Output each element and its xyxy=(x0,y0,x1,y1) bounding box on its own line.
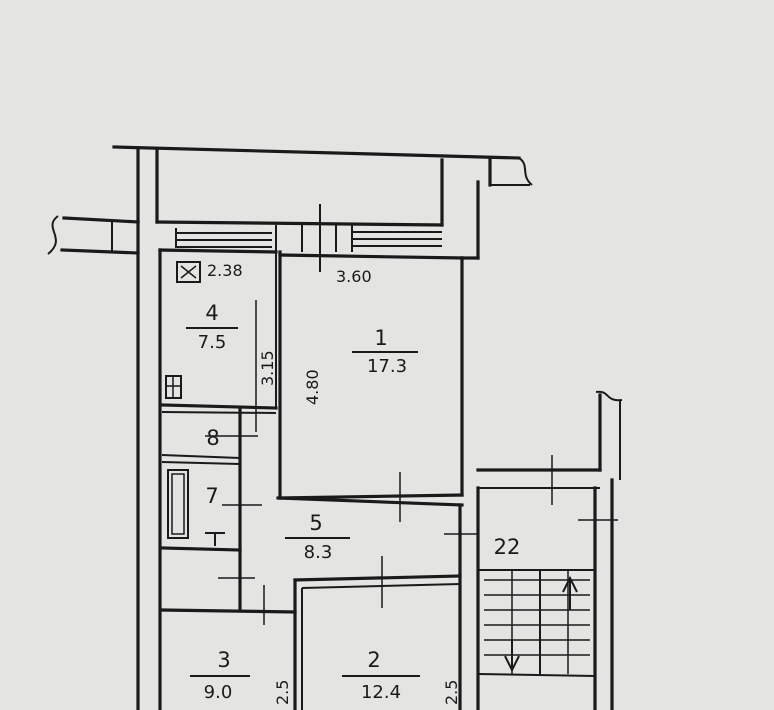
room-3-number: 3 xyxy=(217,648,230,672)
bathroom-walls xyxy=(160,406,262,612)
room-4-number: 4 xyxy=(205,301,218,325)
room-2-area: 12.4 xyxy=(361,682,401,703)
room-4-length: 3.15 xyxy=(258,350,277,386)
window-room4 xyxy=(175,228,272,248)
room-5-number: 5 xyxy=(309,511,322,535)
staircase xyxy=(476,390,623,710)
room-8-number: 8 xyxy=(206,426,219,450)
bathtub-icon xyxy=(167,469,189,539)
room-1-number: 1 xyxy=(374,326,387,350)
room-4-width: 2.38 xyxy=(207,261,243,280)
room-1-walls xyxy=(276,250,464,507)
balcony xyxy=(112,145,533,260)
room-3-side: 2.5 xyxy=(273,680,292,705)
room-4-walls xyxy=(158,248,278,432)
room-7-number: 7 xyxy=(205,484,218,508)
stove-icon xyxy=(176,261,201,283)
staircase-number: 22 xyxy=(494,535,521,559)
wall-stub-left xyxy=(47,215,140,255)
window-room1 xyxy=(275,204,442,272)
room-1-width: 3.60 xyxy=(336,267,372,286)
room-5-area: 8.3 xyxy=(304,542,333,563)
room-1-area: 17.3 xyxy=(367,356,407,377)
arrow-down-icon xyxy=(504,640,520,673)
room-5-walls xyxy=(160,472,478,710)
radiator-icon xyxy=(165,375,182,399)
arrow-up-icon xyxy=(562,575,578,610)
room-3-area: 9.0 xyxy=(204,682,233,703)
room-4-area: 7.5 xyxy=(198,332,227,353)
sink-icon xyxy=(205,532,225,546)
room-2-side: 2.5 xyxy=(442,680,461,705)
room-1-length: 4.80 xyxy=(303,369,322,405)
exterior-walls xyxy=(136,220,480,710)
room-2-number: 2 xyxy=(367,648,380,672)
